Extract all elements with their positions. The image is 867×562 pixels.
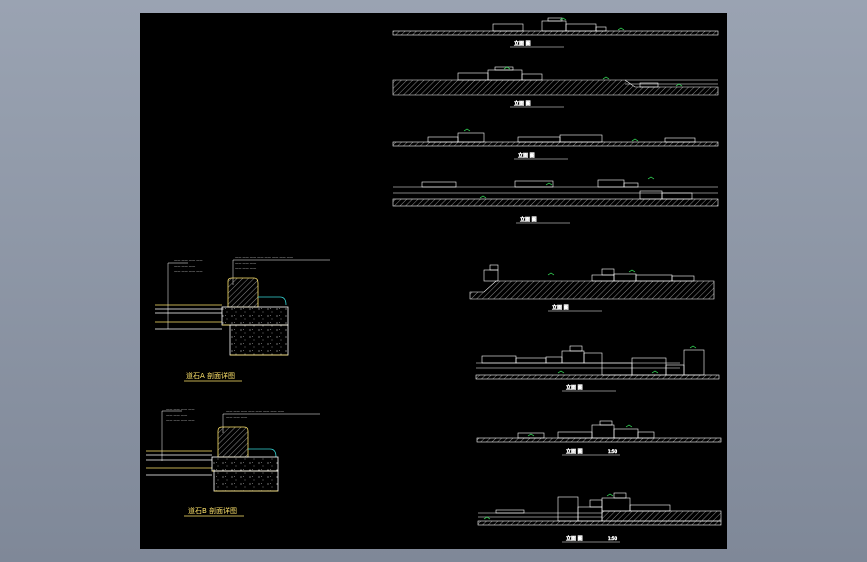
elevation-3 (392, 128, 719, 147)
note-a: —— —— —— (235, 261, 257, 265)
detail-title-b: 道石B 剖面详图 (188, 506, 237, 515)
note-b: —— —— —— (166, 413, 188, 417)
detail-title-a: 道石A 剖面详图 (186, 371, 235, 380)
note-b: —— —— —— (226, 415, 248, 419)
elevation-1-label: 立面 图 (514, 40, 531, 47)
elevation-7-label: 立面 图 (566, 448, 583, 455)
elevation-5 (469, 264, 715, 300)
elevation-3-label: 立面 图 (518, 152, 535, 159)
elevation-8 (477, 492, 722, 526)
curb-detail-a: —— —— —— —— —— —— —— —— —— —— —— —— —— —… (155, 255, 330, 356)
elevation-1 (392, 17, 719, 36)
elevation-8-scale: 1:50 (608, 536, 617, 541)
note-a: —— —— —— —— (174, 269, 203, 273)
elevation-2-label: 立面 图 (514, 100, 531, 107)
elevation-6 (475, 345, 720, 380)
elevation-7-scale: 1:50 (608, 449, 617, 454)
elevation-6-label: 立面 图 (566, 384, 583, 391)
elevation-8-label: 立面 图 (566, 535, 583, 542)
elevation-4 (392, 176, 719, 207)
note-a: —— —— —— (235, 266, 257, 270)
note-b: —— —— —— —— (166, 407, 195, 411)
note-a: —— —— —— —— (174, 258, 203, 262)
curb-detail-b: —— —— —— —— —— —— —— —— —— —— —— —— —— —… (146, 407, 320, 492)
note-a: —— —— —— (174, 264, 196, 268)
drawing-sheet: —— —— —— —— —— —— —— —— —— —— —— —— —— —… (140, 13, 727, 549)
elevation-7 (476, 420, 722, 443)
note-a: —— —— —— —— —— —— —— —— (235, 255, 294, 259)
elevation-4-label: 立面 图 (520, 216, 537, 223)
cad-drawing: —— —— —— —— —— —— —— —— —— —— —— —— —— —… (146, 17, 722, 542)
elevation-2 (392, 66, 719, 96)
elevation-5-label: 立面 图 (552, 304, 569, 311)
note-b: —— —— —— —— —— —— —— —— (226, 409, 285, 413)
note-b: —— —— —— —— (166, 418, 195, 422)
